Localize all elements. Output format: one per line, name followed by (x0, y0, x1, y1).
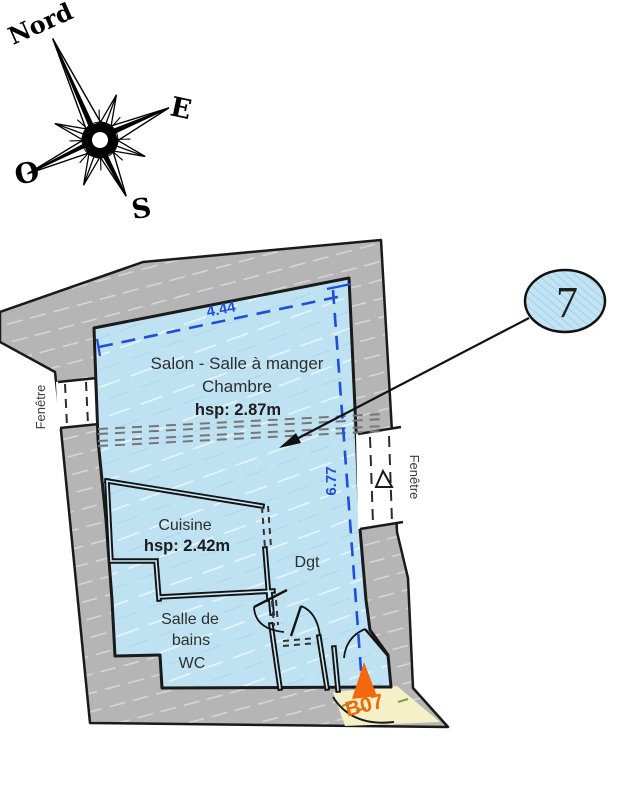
dgt-label: Dgt (295, 554, 320, 571)
callout-marker: 7 (279, 268, 607, 448)
entrance-triangle (352, 662, 377, 699)
right-window: Fenêtre (356, 425, 422, 531)
right-window-jamb-bottom (359, 520, 404, 531)
bath-label-line3: WC (179, 655, 206, 672)
bath-label-line1: Salle de (161, 611, 219, 628)
wall-openings (261, 505, 317, 647)
left-window: Fenêtre (33, 376, 100, 430)
callout-arrowhead-icon (279, 433, 301, 448)
dimension-width-label: 4.44 (205, 298, 238, 321)
interior-walls (103, 477, 341, 693)
landing-grass-marks (341, 698, 409, 712)
compass-south-label: S (130, 193, 154, 226)
callout-ellipse (523, 268, 607, 334)
left-window-jamb-bottom (59, 422, 100, 430)
dimension-height-label: 6.77 (323, 466, 340, 495)
right-window-dashes (369, 435, 393, 525)
compass-rose: Nord E O S (4, 0, 195, 226)
entrance-door (343, 628, 389, 659)
salon-label-line1: Salon - Salle à manger (151, 354, 324, 373)
cuisine-height-label: hsp: 2.42m (144, 537, 230, 555)
callout-arrow-line (284, 317, 530, 446)
building-plan: Fenêtre Fenêtre (0, 238, 450, 729)
compass-east-label: E (168, 92, 195, 127)
callout-number: 7 (556, 278, 578, 327)
bath-label-line2: bains (172, 632, 210, 649)
salon-label-line2: Chambre (202, 377, 272, 396)
left-window-dashes (64, 381, 89, 427)
left-window-label: Fenêtre (33, 385, 48, 430)
right-window-label: Fenêtre (407, 455, 422, 500)
compass-north-label: Nord (4, 0, 78, 50)
dimension-lines: 4.44 6.77 (95, 282, 364, 685)
dimension-line-width (98, 294, 343, 349)
window-delta-symbol (374, 468, 394, 488)
doors (253, 588, 389, 659)
salon-height-label: hsp: 2.87m (195, 401, 281, 419)
cuisine-label: Cuisine (158, 517, 211, 534)
corridor-door (289, 605, 321, 637)
left-window-jamb-top (57, 376, 98, 384)
landing-curb-line (332, 696, 395, 724)
dimension-line-height (331, 289, 364, 685)
compass-west-label: O (12, 154, 43, 191)
room-labels: Salon - Salle à manger Chambre hsp: 2.87… (144, 354, 324, 672)
dimension-tick-left (95, 338, 102, 357)
compass-star (27, 38, 170, 197)
compass-ring (83, 123, 117, 157)
left-window-opening (56, 378, 96, 429)
bathroom-door (253, 588, 288, 633)
dimension-tick-top (326, 282, 352, 291)
beam-dashed-lines (97, 413, 386, 447)
interior-walls-inner (106, 480, 339, 691)
